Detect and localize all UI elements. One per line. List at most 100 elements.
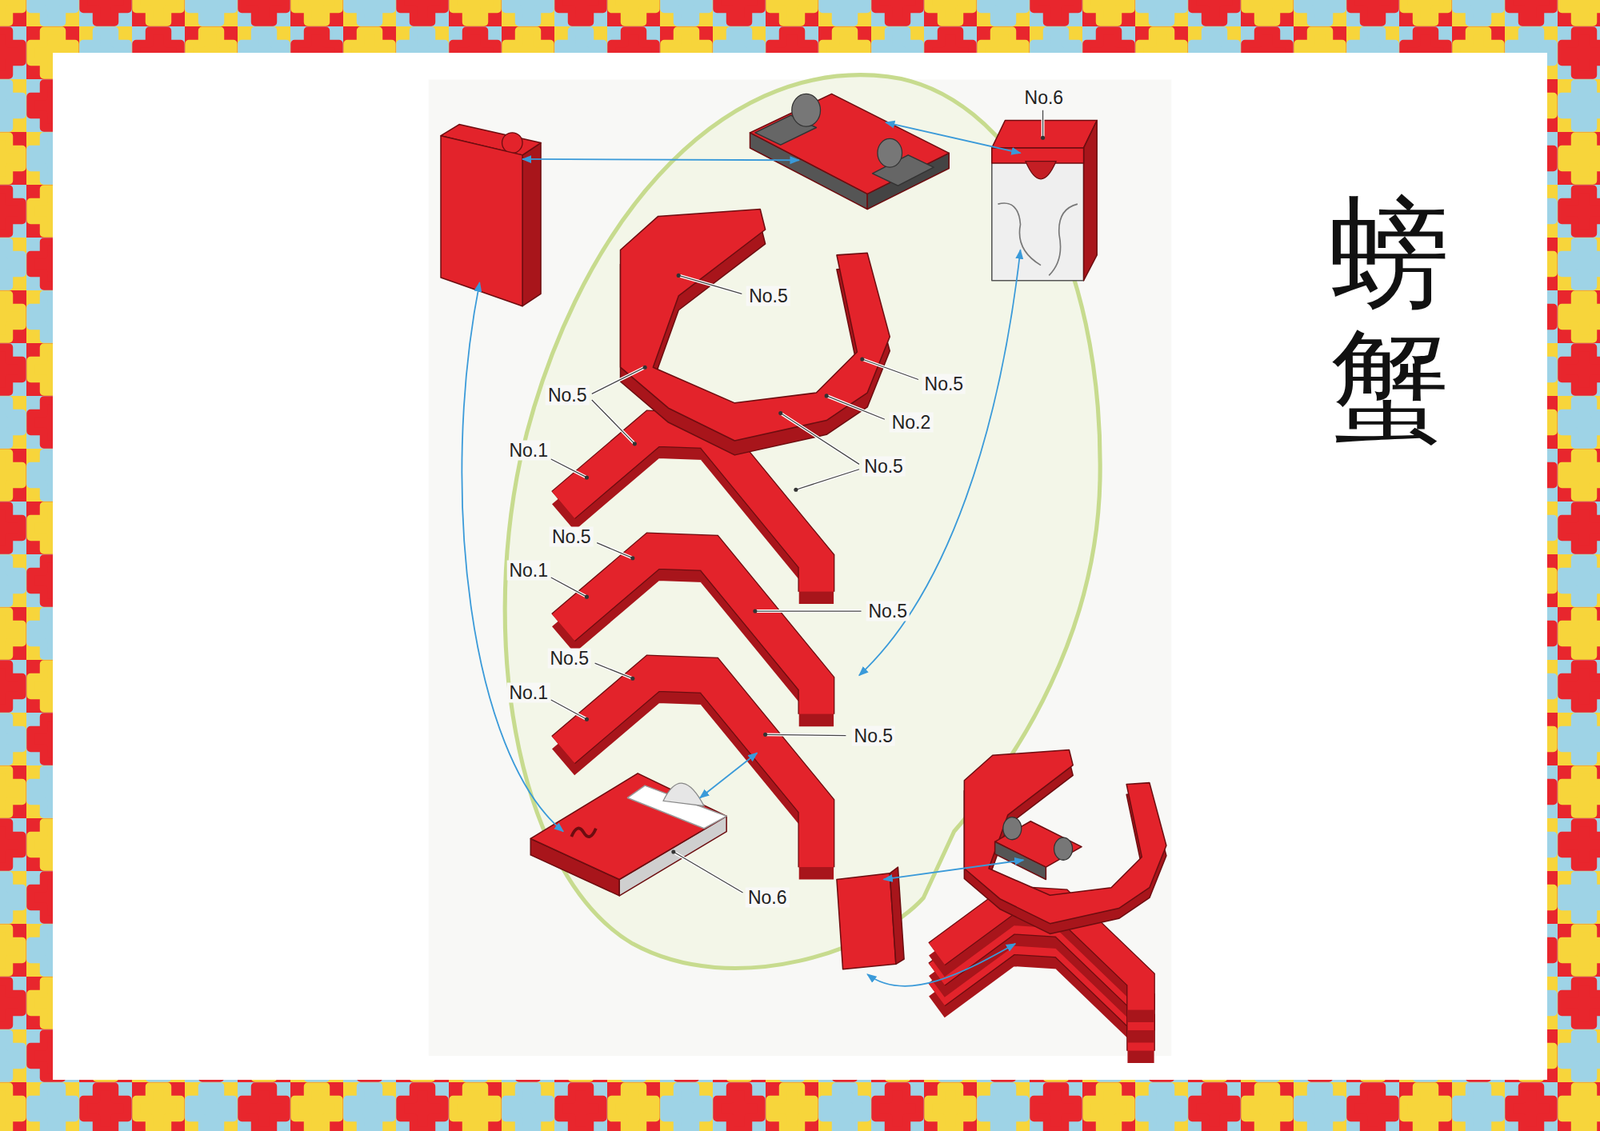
puzzle-piece bbox=[1139, 0, 1184, 23]
puzzle-piece bbox=[0, 347, 23, 392]
puzzle-piece bbox=[769, 0, 814, 23]
puzzle-piece bbox=[0, 452, 23, 497]
puzzle-piece bbox=[241, 0, 286, 23]
puzzle-piece bbox=[0, 875, 23, 920]
puzzle-piece bbox=[1561, 1086, 1600, 1131]
pattern-cell bbox=[1557, 343, 1600, 396]
pattern-cell bbox=[607, 1082, 660, 1131]
pattern-cell bbox=[237, 1082, 291, 1131]
pattern-cell bbox=[26, 0, 80, 27]
pattern-cell bbox=[0, 1082, 27, 1131]
puzzle-piece bbox=[1561, 30, 1600, 75]
side-plate-slot bbox=[1025, 161, 1056, 180]
puzzle-piece bbox=[980, 1086, 1025, 1131]
pattern-cell bbox=[0, 818, 27, 872]
puzzle-piece bbox=[1561, 294, 1600, 339]
puzzle-piece bbox=[1561, 664, 1600, 708]
puzzle-piece bbox=[136, 1086, 180, 1131]
part-number: No.5 bbox=[852, 725, 896, 746]
pattern-cell bbox=[132, 0, 185, 27]
puzzle-piece bbox=[1561, 347, 1600, 392]
pattern-cell bbox=[79, 0, 132, 27]
puzzle-piece bbox=[558, 1086, 603, 1131]
pattern-cell bbox=[501, 0, 555, 27]
pattern-cell bbox=[818, 0, 872, 27]
pattern-cell bbox=[1557, 554, 1600, 608]
body-segment bbox=[563, 428, 816, 592]
puzzle-piece bbox=[1139, 1086, 1184, 1131]
pattern-cell bbox=[660, 0, 713, 27]
puzzle-piece bbox=[1561, 241, 1600, 286]
pattern-cell bbox=[0, 924, 27, 977]
pattern-cell bbox=[1399, 1082, 1452, 1131]
puzzle-piece bbox=[1561, 83, 1600, 128]
puzzle-piece bbox=[1244, 0, 1289, 23]
leader-dot bbox=[630, 676, 635, 681]
puzzle-piece bbox=[347, 1086, 392, 1131]
leader-line bbox=[862, 359, 919, 380]
side-plate-face bbox=[992, 148, 1084, 281]
pattern-cell bbox=[184, 0, 238, 27]
assembly-arrow bbox=[885, 122, 1020, 153]
pattern-cell bbox=[26, 1082, 80, 1131]
pattern-cell bbox=[765, 1082, 819, 1131]
puzzle-piece bbox=[400, 1086, 444, 1131]
leader-line bbox=[673, 852, 744, 893]
assembly-arrow bbox=[884, 860, 1024, 880]
assembly-arrow bbox=[867, 944, 1016, 987]
puzzle-piece bbox=[928, 0, 972, 23]
puzzle-piece bbox=[30, 0, 75, 23]
pattern-cell bbox=[1082, 1082, 1136, 1131]
puzzle-piece bbox=[0, 188, 23, 233]
leader-line bbox=[551, 459, 588, 478]
puzzle-piece bbox=[505, 1086, 550, 1131]
part-number: No.1 bbox=[506, 440, 551, 460]
pattern-cell bbox=[1346, 0, 1400, 27]
pattern-cell bbox=[1557, 448, 1600, 502]
puzzle-piece bbox=[452, 1086, 497, 1131]
pattern-cell bbox=[1557, 607, 1600, 660]
pattern-cell bbox=[0, 237, 27, 291]
puzzle-piece bbox=[980, 0, 1025, 23]
pattern-cell bbox=[290, 1082, 344, 1131]
assembly-arrow bbox=[700, 752, 757, 798]
puzzle-piece bbox=[1561, 0, 1600, 23]
puzzle-piece bbox=[1561, 452, 1600, 497]
pattern-cell bbox=[1557, 184, 1600, 238]
leader-halo bbox=[755, 609, 862, 613]
puzzle-piece bbox=[0, 664, 23, 708]
puzzle-piece bbox=[0, 928, 23, 972]
pattern-cell bbox=[1557, 0, 1600, 27]
puzzle-piece bbox=[1561, 769, 1600, 814]
leader-dot bbox=[824, 393, 829, 398]
side-plate-face bbox=[836, 873, 896, 970]
part-number: No.5 bbox=[545, 384, 590, 405]
puzzle-piece bbox=[452, 0, 497, 23]
puzzle-piece bbox=[1561, 136, 1600, 180]
puzzle-piece bbox=[822, 1086, 867, 1131]
pattern-cell bbox=[0, 501, 27, 555]
side-plate-tab bbox=[502, 132, 524, 154]
white-panel bbox=[52, 52, 1548, 1080]
leader-halo bbox=[796, 469, 860, 491]
pattern-cell bbox=[237, 0, 291, 27]
base-piece bbox=[530, 773, 727, 880]
leader-halo bbox=[551, 459, 588, 478]
leader-line bbox=[595, 663, 633, 679]
body-segment bbox=[563, 551, 816, 715]
part-number: No.5 bbox=[861, 456, 906, 476]
puzzle-piece bbox=[0, 505, 23, 550]
pattern-cell bbox=[1399, 0, 1452, 27]
puzzle-piece bbox=[188, 1086, 233, 1131]
pattern-cell bbox=[1557, 290, 1600, 344]
pattern-cell bbox=[501, 1082, 555, 1131]
leader-dot bbox=[860, 356, 864, 361]
puzzle-piece bbox=[241, 1086, 286, 1131]
side-plate-side bbox=[889, 867, 904, 964]
puzzle-piece bbox=[716, 1086, 761, 1131]
pattern-cell bbox=[0, 132, 27, 185]
pattern-cell bbox=[1557, 501, 1600, 555]
puzzle-piece bbox=[1508, 0, 1553, 23]
pattern-cell bbox=[1557, 765, 1600, 819]
